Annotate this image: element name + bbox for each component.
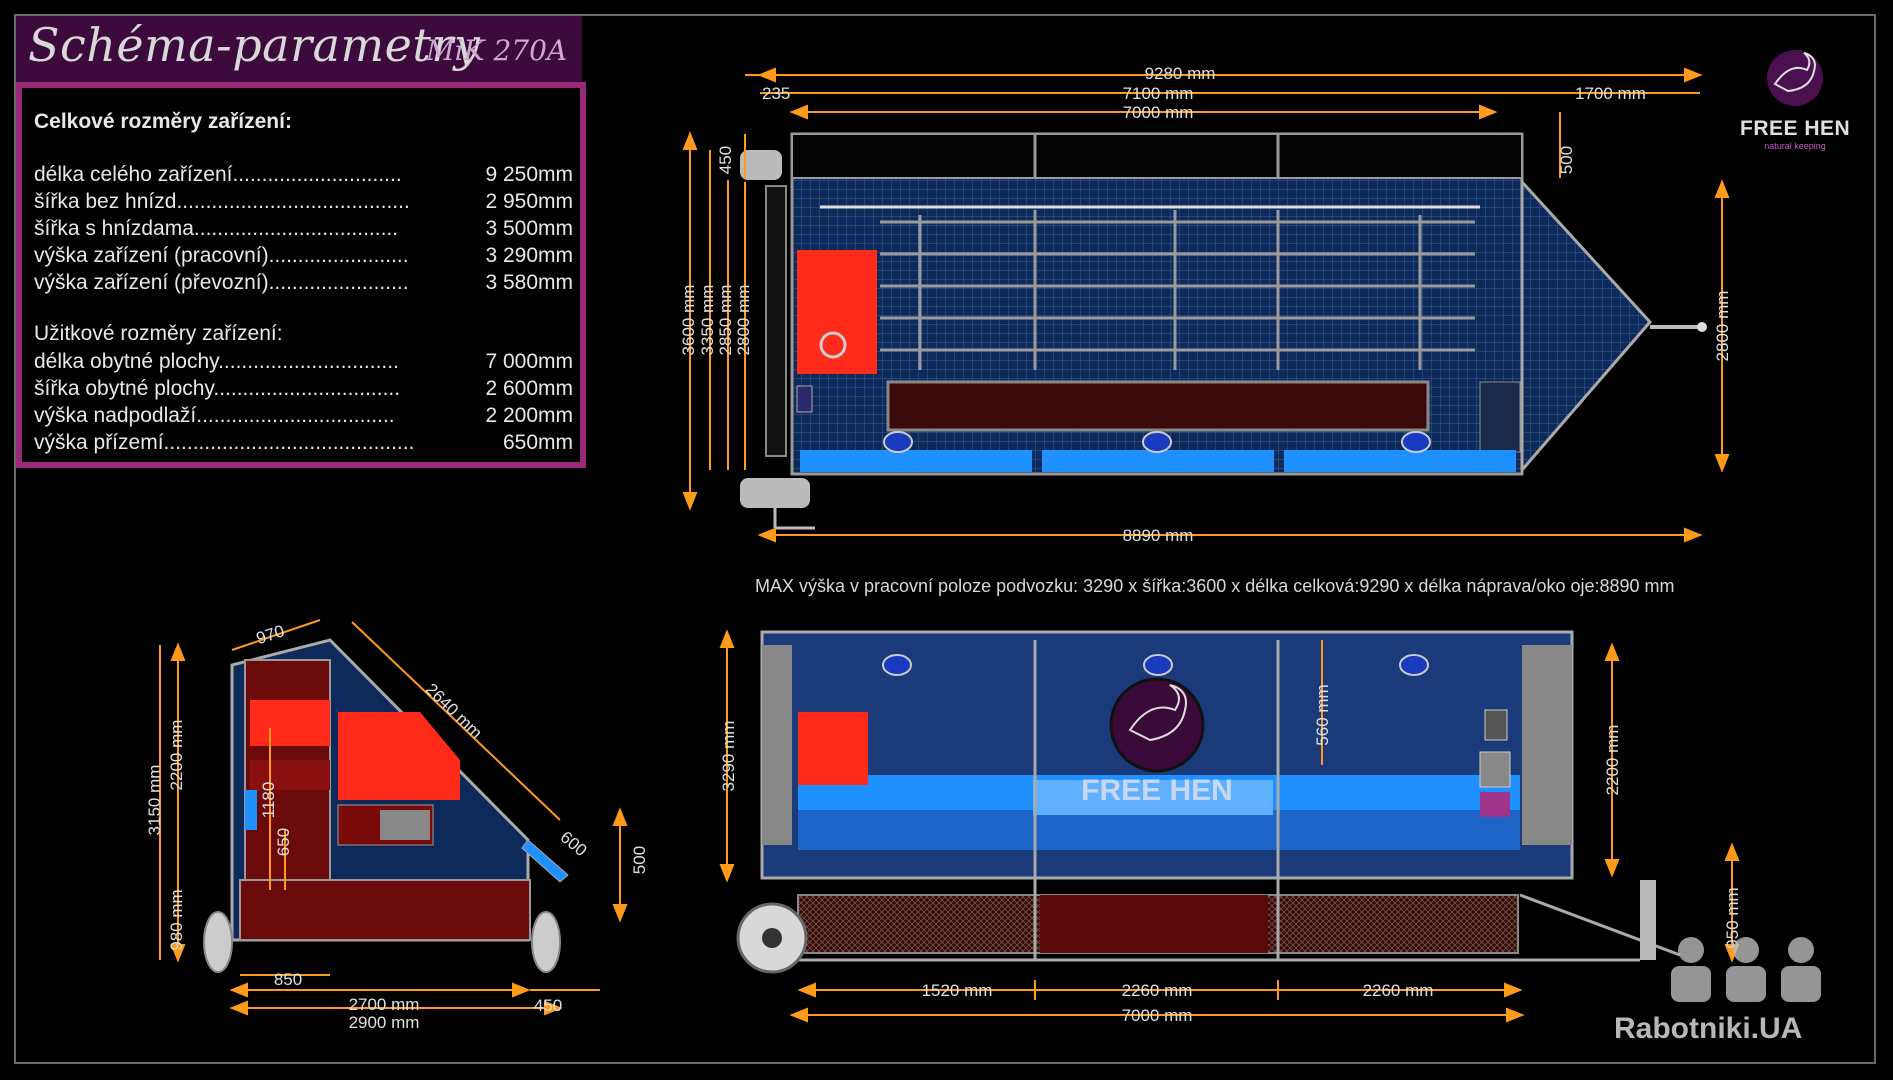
banner-text: FREE HEN [1081, 774, 1233, 807]
dim-seg-3: 2260 mm [1363, 981, 1434, 1000]
dim-wheel-base: 8890 mm [1123, 526, 1194, 545]
dim-side-500: 500 [630, 846, 649, 874]
dim-front-560: 560 mm [1313, 684, 1332, 745]
param-row: výška nadpodlaží........................… [34, 404, 573, 427]
max-dimensions-caption: MAX výška v pracovní poloze podvozku: 32… [755, 576, 1675, 596]
dim-side-2900: 2900 mm [349, 1013, 420, 1032]
dim-width-2850: 2850 mm [716, 285, 735, 356]
hen-emblem-icon [1109, 677, 1205, 773]
param-row: šířka s hnízdama........................… [34, 217, 573, 240]
dim-top-500: 500 [1557, 146, 1576, 174]
param-row: výška zařízení (pracovní)...............… [34, 244, 573, 267]
logo-subtitle: natural keeping [1764, 141, 1826, 151]
param-row: šířka obytné plochy.....................… [34, 377, 573, 400]
dim-front-h-upper: 2200 mm [1603, 725, 1622, 796]
dim-front-total: 7000 mm [1122, 1006, 1193, 1025]
dim-side-2700: 2700 mm [349, 995, 420, 1014]
watermark-text: Rabotniki.UA [1614, 1012, 1803, 1045]
dim-side-650: 650 [274, 828, 293, 856]
front-view: FREE HEN 3290 mm 2200 mm 560 mm 950 mm 1… [719, 629, 1742, 1025]
perch-rows [820, 205, 1480, 370]
title-banner: Schéma-parametry MiK 270A [16, 16, 582, 82]
dim-side-h-lower: 980 mm [167, 889, 186, 950]
dim-front-offset: 235 [762, 84, 790, 103]
dim-drawbar: 1700 mm [1575, 84, 1646, 103]
dim-roof: 970 [254, 621, 287, 648]
param-row: výška přízemí...........................… [34, 431, 573, 454]
dim-side-600: 600 [557, 827, 591, 860]
dim-seg-2: 2260 mm [1122, 981, 1193, 1000]
overall-heading: Celkové rozměry zařízení: [34, 110, 292, 133]
usable-heading: Užitkové rozměry zařízení: [34, 322, 283, 345]
dim-side-1180: 1180 [259, 782, 278, 819]
dim-width-right: 2800 mm [1713, 291, 1732, 362]
param-row: šířka bez hnízd.........................… [34, 190, 573, 213]
dim-usable-length: 7000 mm [1123, 103, 1194, 122]
dim-top-450: 450 [716, 146, 735, 174]
logo-text: FREE HEN [1740, 117, 1851, 140]
dim-front-950: 950 mm [1723, 887, 1742, 948]
dim-side-h-total: 3150 mm [145, 765, 164, 836]
free-hen-logo-icon [1767, 50, 1823, 106]
top-view: 9280 mm 7100 mm 7000 mm 235 1700 mm 8890… [679, 64, 1732, 545]
page-title: Schéma-parametry [28, 18, 481, 72]
drawing-frame [14, 14, 1876, 1064]
dim-side-850: 850 [274, 970, 302, 989]
workers-watermark-icon [1671, 937, 1821, 1002]
dim-width-3350: 3350 mm [698, 285, 717, 356]
param-row: délka obytné plochy.....................… [34, 350, 573, 373]
dim-total-length: 9280 mm [1145, 64, 1216, 83]
dim-width-total: 3600 mm [679, 285, 698, 356]
side-view: 3150 mm 2200 mm 980 mm 970 2640 mm 1180 … [145, 619, 649, 1032]
model-name: MiK 270A [426, 34, 568, 67]
param-row: délka celého zařízení...................… [34, 163, 573, 186]
dim-side-450: 450 [534, 996, 562, 1015]
dim-width-2800: 2800 mm [734, 285, 753, 356]
dim-seg-1: 1520 mm [922, 981, 993, 1000]
parameters-panel: Celkové rozměry zařízení: délka celého z… [16, 82, 586, 468]
param-row: výška zařízení (převozní)...............… [34, 271, 573, 294]
dim-side-h-upper: 2200 mm [167, 720, 186, 791]
dim-inner-length: 7100 mm [1123, 84, 1194, 103]
dim-front-h-total: 3290 mm [719, 721, 738, 792]
